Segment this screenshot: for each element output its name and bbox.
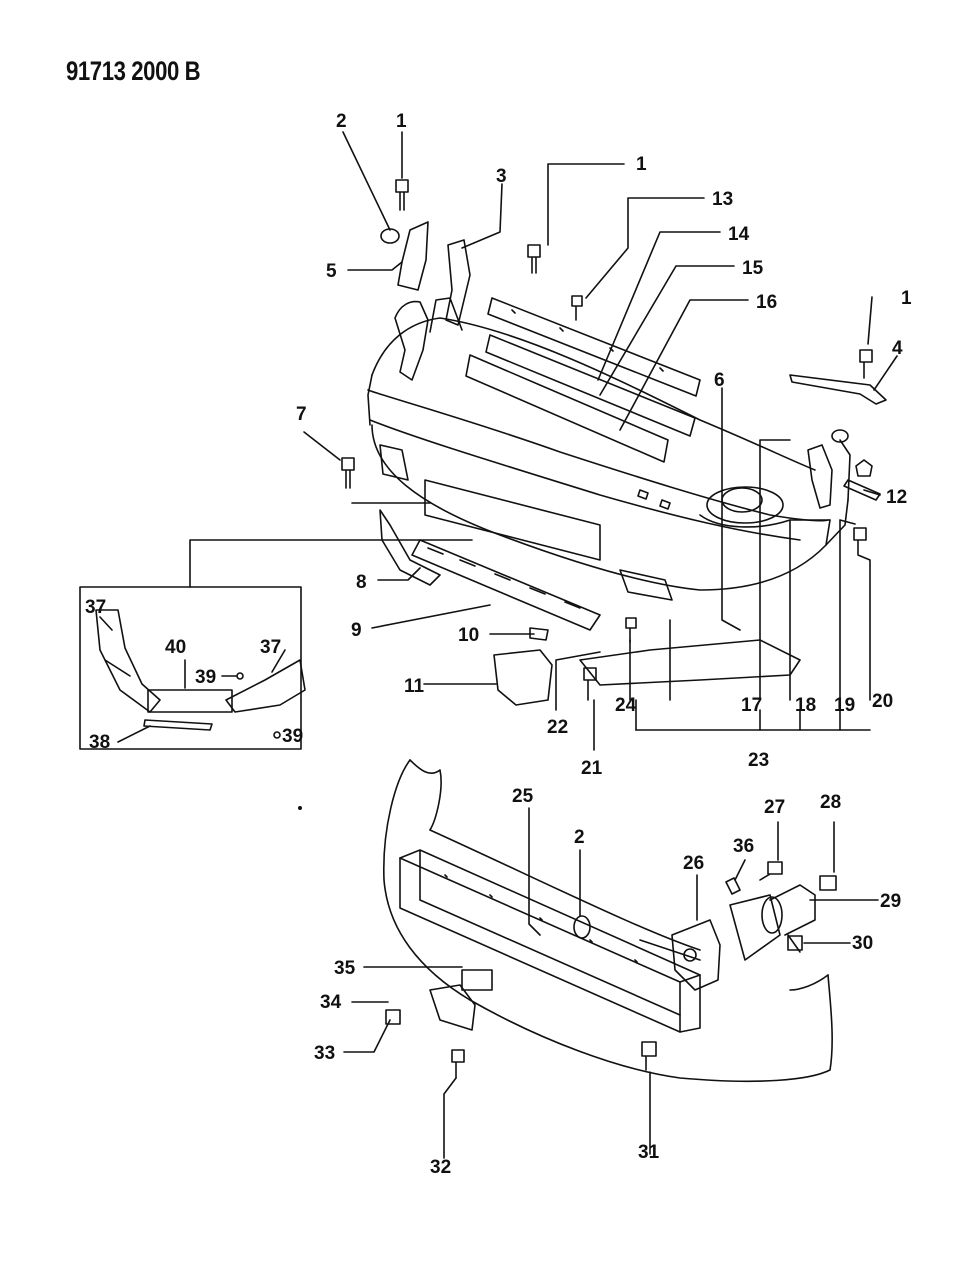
inset-leader-lines [100,617,285,742]
callout-33: 33 [314,1043,335,1064]
callout-39-upper: 39 [195,667,216,688]
callout-37-right: 37 [260,637,281,658]
reinforcement-bar [400,850,700,1032]
clip-12 [844,480,880,500]
callout-30: 30 [852,933,873,954]
callout-39-lower: 39 [282,726,303,747]
air-duct-11 [494,650,552,705]
leader-lines-lower [344,808,878,1158]
callout-28: 28 [820,792,841,813]
fasteners-lower [386,862,836,1078]
callout-1-right: 1 [901,288,912,309]
callout-10: 10 [458,625,479,646]
callout-4: 4 [892,338,903,359]
callout-1-upper: 1 [636,154,647,175]
upper-retainer-right [790,375,886,404]
callout-36: 36 [733,836,754,857]
callout-2: 2 [336,111,347,132]
callout-22: 22 [547,717,568,738]
callout-34: 34 [320,992,342,1013]
callout-37-left: 37 [85,597,106,618]
callout-2-lower: 2 [574,827,585,848]
callout-18: 18 [795,695,816,716]
bumper-cover-lower [384,760,832,1081]
callout-24: 24 [615,695,637,716]
mounting-bracket-26 [672,920,720,990]
callout-31: 31 [638,1142,660,1163]
callout-5: 5 [326,261,337,282]
callout-38: 38 [89,732,110,753]
callout-16: 16 [756,292,777,313]
fasteners-upper [342,180,872,700]
callout-13: 13 [712,189,733,210]
callout-11: 11 [404,676,425,697]
detail-inset-box [80,587,301,749]
callout-21: 21 [581,758,603,779]
callout-15: 15 [742,258,764,279]
callout-1: 1 [396,111,407,132]
callout-9: 9 [351,620,362,641]
callout-14: 14 [728,224,750,245]
energy-absorber-29 [730,885,815,960]
side-bracket-right [808,445,832,508]
lower-air-dam [380,510,800,685]
callout-7: 7 [296,404,307,425]
callout-20: 20 [872,691,893,712]
callout-19: 19 [834,695,855,716]
callout-8: 8 [356,572,367,593]
callout-6: 6 [714,370,725,391]
callout-29: 29 [880,891,901,912]
scan-dot [299,807,301,809]
inset-connector [190,540,472,587]
callout-35: 35 [334,958,356,979]
bumper-fascia [368,298,850,600]
grille-strips [466,298,700,462]
callout-26: 26 [683,853,704,874]
inset-parts [96,610,305,738]
leader-lines-upper [304,132,897,750]
callout-32: 32 [430,1157,451,1178]
callout-25: 25 [512,786,534,807]
callout-3: 3 [496,166,507,187]
document-id: 91713 2000 B [66,56,201,86]
callout-23: 23 [748,750,769,771]
callout-27: 27 [764,797,785,818]
callout-labels: 1 2 3 5 1 13 14 15 16 1 4 6 7 12 8 9 10 … [85,111,912,1178]
callout-12: 12 [886,487,907,508]
callout-17: 17 [741,695,762,716]
callout-40: 40 [165,637,186,658]
